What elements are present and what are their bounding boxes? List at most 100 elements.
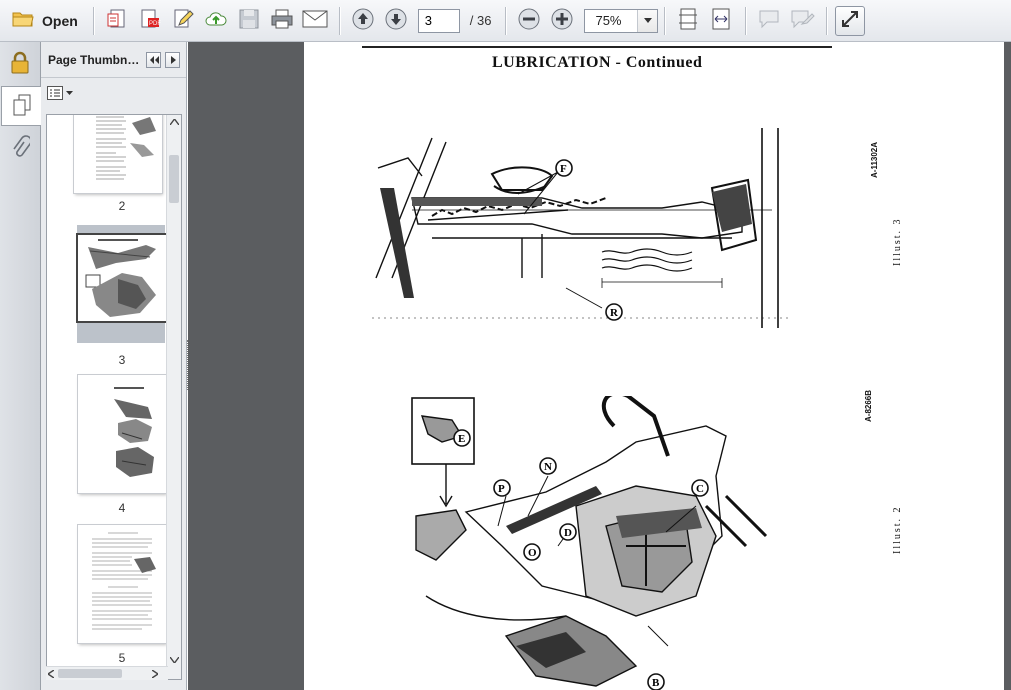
callout-n: N bbox=[544, 461, 552, 473]
print-button[interactable] bbox=[267, 6, 297, 36]
lock-icon bbox=[10, 51, 30, 78]
illustration-3: F R bbox=[372, 128, 792, 328]
create-pdf-button[interactable] bbox=[102, 6, 132, 36]
pdf-page: LUBRICATION - Continued bbox=[304, 42, 1004, 690]
thumbnail-scrollbar-vertical[interactable] bbox=[166, 115, 181, 679]
speech-bubble-icon bbox=[757, 8, 781, 33]
next-page-button[interactable] bbox=[381, 6, 411, 36]
scroll-up-icon bbox=[170, 119, 179, 125]
export-pdf-button[interactable]: PDF bbox=[135, 6, 165, 36]
save-button[interactable] bbox=[234, 6, 264, 36]
collapse-panel-button[interactable] bbox=[146, 51, 161, 68]
page-number-input[interactable] bbox=[417, 8, 460, 33]
envelope-icon bbox=[302, 10, 328, 31]
separator bbox=[745, 6, 747, 35]
pdf-export-icon: PDF bbox=[138, 7, 162, 34]
callout-b: B bbox=[652, 677, 660, 689]
separator bbox=[92, 6, 94, 35]
separator bbox=[826, 6, 828, 35]
scrollbar-thumb[interactable] bbox=[58, 669, 122, 678]
fit-page-icon bbox=[678, 7, 698, 34]
separator bbox=[664, 6, 666, 35]
zoom-select[interactable]: 75% bbox=[584, 8, 659, 33]
edit-document-icon bbox=[171, 7, 195, 34]
full-screen-button[interactable] bbox=[835, 5, 866, 36]
security-settings-button[interactable] bbox=[1, 44, 39, 84]
upload-button[interactable] bbox=[201, 6, 231, 36]
open-label: Open bbox=[42, 12, 78, 29]
scroll-down-icon bbox=[170, 657, 179, 663]
zoom-out-button[interactable] bbox=[514, 6, 544, 36]
list-options-icon bbox=[47, 86, 63, 100]
illustration-3-code: A-11302A bbox=[870, 141, 879, 178]
callout-c: C bbox=[696, 483, 704, 495]
zoom-in-button[interactable] bbox=[547, 6, 577, 36]
highlight-text-button[interactable] bbox=[787, 6, 817, 36]
callout-e: E bbox=[458, 433, 465, 445]
thumbnail-label: 5 bbox=[118, 651, 126, 665]
svg-text:PDF: PDF bbox=[149, 21, 161, 27]
panel-header: Page Thumbna... bbox=[41, 42, 186, 78]
document-view[interactable]: LUBRICATION - Continued bbox=[188, 42, 1011, 690]
email-button[interactable] bbox=[300, 6, 330, 36]
folder-icon bbox=[12, 10, 34, 31]
fit-page-button[interactable] bbox=[673, 6, 703, 36]
scroll-right-icon bbox=[152, 670, 158, 678]
thumbnail-image bbox=[78, 235, 166, 321]
scroll-left-icon bbox=[48, 670, 54, 678]
fit-width-icon bbox=[710, 7, 732, 34]
chevron-down-icon[interactable] bbox=[637, 9, 658, 32]
illustration-2: E P N C D O B bbox=[411, 396, 768, 690]
scrollbar-thumb[interactable] bbox=[169, 155, 179, 203]
previous-page-button[interactable] bbox=[348, 6, 378, 36]
thumbnail-label: 2 bbox=[118, 199, 126, 213]
paperclip-icon bbox=[10, 134, 32, 163]
navigation-rail bbox=[0, 42, 42, 690]
callout-p: P bbox=[498, 483, 505, 495]
callout-f: F bbox=[560, 163, 567, 175]
separator bbox=[338, 6, 340, 35]
thumbnail-image bbox=[78, 525, 166, 643]
thumbnail-list[interactable]: 2 3 bbox=[46, 114, 182, 680]
edit-pdf-button[interactable] bbox=[168, 6, 198, 36]
double-chevron-left-icon bbox=[149, 55, 159, 64]
open-button[interactable]: Open bbox=[6, 6, 84, 36]
thumbnail-scrollbar-horizontal[interactable] bbox=[46, 666, 168, 680]
illustration-3-label: Illust. 3 bbox=[892, 217, 903, 266]
plus-circle-icon bbox=[550, 7, 574, 34]
illustration-2-label: Illust. 2 bbox=[892, 505, 903, 554]
options-menu-button[interactable] bbox=[47, 86, 73, 100]
fit-width-button[interactable] bbox=[706, 6, 736, 36]
arrow-down-icon bbox=[384, 7, 408, 34]
cloud-upload-icon bbox=[204, 7, 228, 34]
callout-d: D bbox=[564, 527, 572, 539]
panel-title: Page Thumbna... bbox=[48, 52, 142, 67]
printer-icon bbox=[270, 8, 294, 33]
minus-circle-icon bbox=[517, 7, 541, 34]
chevron-right-icon bbox=[170, 55, 176, 64]
expand-icon bbox=[840, 9, 860, 32]
pages-icon bbox=[12, 93, 32, 120]
attachments-tab[interactable] bbox=[1, 128, 39, 168]
zoom-value: 75% bbox=[595, 13, 622, 28]
callout-r: R bbox=[610, 307, 619, 319]
thumbnail-image bbox=[74, 115, 162, 193]
chevron-down-icon bbox=[66, 91, 73, 95]
panel-options bbox=[41, 78, 186, 108]
arrow-up-icon bbox=[351, 7, 375, 34]
text-edit-icon bbox=[789, 8, 816, 33]
comment-button[interactable] bbox=[754, 6, 784, 36]
page-thumbnails-tab[interactable] bbox=[1, 86, 42, 126]
thumbnail-label: 4 bbox=[118, 501, 126, 515]
illustration-2-code: A-8266B bbox=[864, 389, 873, 422]
save-icon bbox=[238, 8, 260, 33]
page-heading: LUBRICATION - Continued bbox=[492, 54, 703, 71]
thumbnail-label: 3 bbox=[118, 353, 126, 367]
toolbar: Open PDF / 36 bbox=[0, 0, 1011, 42]
thumbnail-image bbox=[78, 375, 166, 493]
thumbnail-panel: Page Thumbna... bbox=[41, 42, 187, 690]
header-rule bbox=[362, 46, 832, 48]
separator bbox=[505, 6, 507, 35]
expand-panel-button[interactable] bbox=[165, 51, 180, 68]
